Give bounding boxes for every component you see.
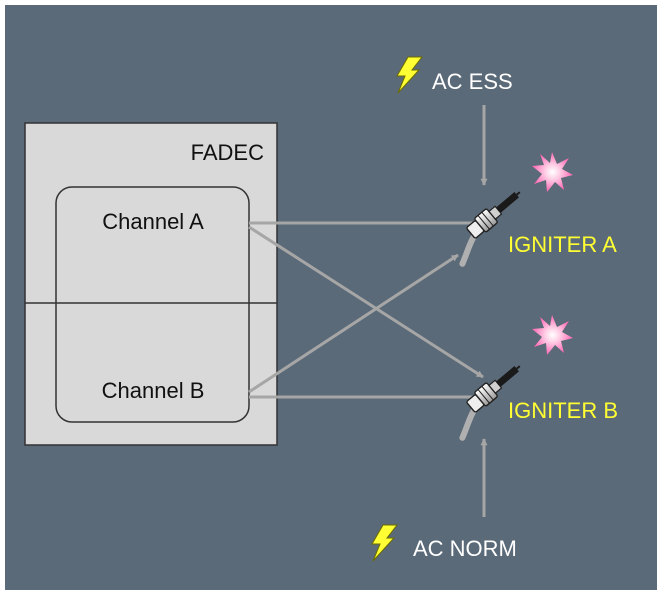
igniter-a-label: IGNITER A [508, 232, 617, 257]
ac-norm-label: AC NORM [413, 536, 517, 561]
spark-burst-icon [532, 315, 573, 355]
lightning-bolt-icon [371, 524, 398, 562]
channel-a-label: Channel A [102, 209, 204, 234]
diagram-svg: FADEC Channel A Channel B IGNITER A IGNI… [24, 56, 618, 562]
signal-arrows [248, 105, 488, 517]
ac-ess-label: AC ESS [432, 69, 513, 94]
fadec-title: FADEC [191, 140, 264, 165]
arrow-a-to-igniter-b [248, 225, 484, 379]
channel-box [55, 186, 250, 423]
arrow-b-to-igniter-a [248, 253, 459, 394]
diagram-canvas: FADEC Channel A Channel B IGNITER A IGNI… [5, 5, 657, 590]
igniter-b-label: IGNITER B [508, 398, 618, 423]
spark-burst-icon [532, 152, 573, 192]
channel-b-label: Channel B [102, 378, 205, 403]
lightning-bolt-icon [396, 56, 423, 94]
